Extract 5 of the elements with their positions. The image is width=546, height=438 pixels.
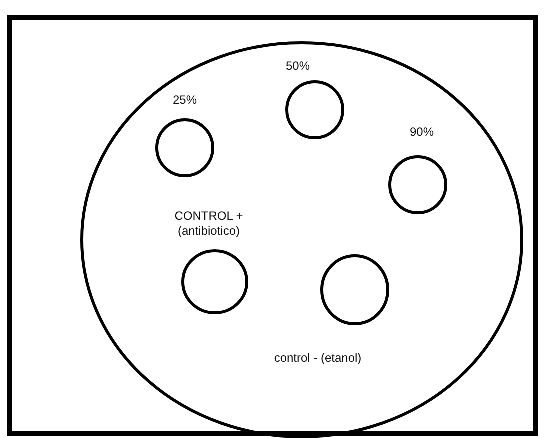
- well-label: 50%: [284, 59, 312, 74]
- well-label: CONTROL + (antibiotico): [174, 209, 244, 239]
- well-label: control - (etanol): [273, 351, 363, 366]
- well-label: 90%: [408, 125, 436, 140]
- well-label: 25%: [172, 93, 198, 108]
